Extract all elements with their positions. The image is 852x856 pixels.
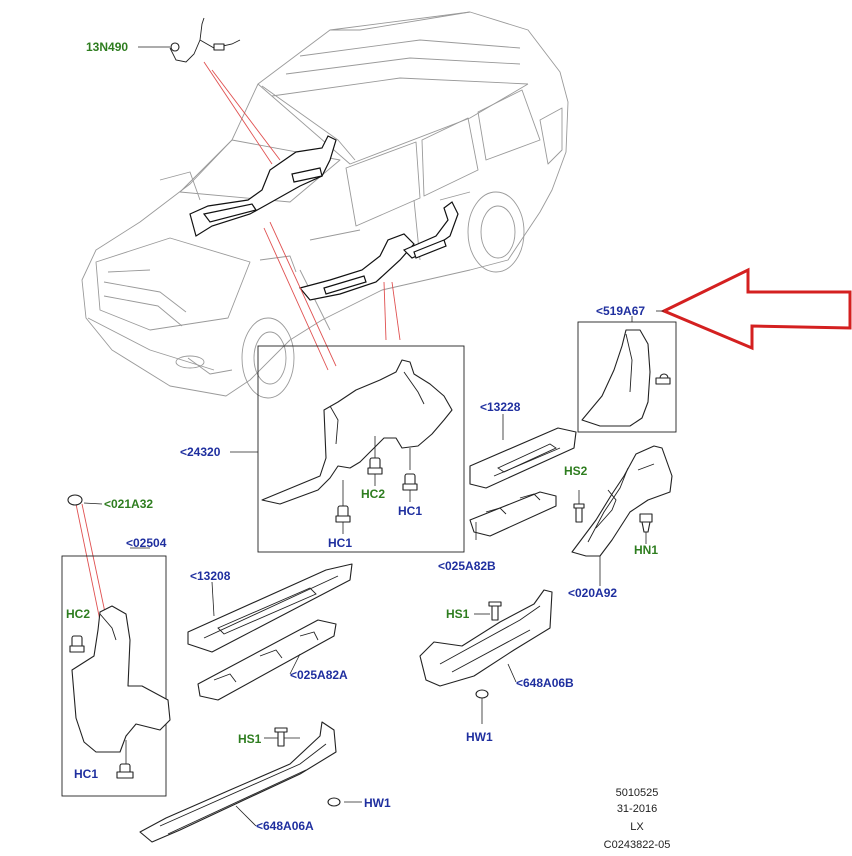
part-24320 (261, 359, 453, 506)
label-HS1-left: HS1 (238, 732, 262, 746)
fastener-HC1-low (335, 505, 351, 534)
fastener-HW1-left (327, 797, 341, 807)
part-020A92 (571, 445, 673, 586)
part-648A06B (419, 589, 553, 724)
fastener-HS2 (573, 490, 585, 523)
vehicle-outline (81, 11, 569, 399)
label-HW1-left: HW1 (364, 796, 391, 810)
label-HC2-left: HC2 (66, 607, 90, 621)
footer-line-2: 31-2016 (617, 803, 657, 815)
label-13N490: 13N490 (86, 40, 128, 54)
label-020A92: <020A92 (568, 586, 617, 600)
vehicle-trim-parts (189, 135, 459, 301)
label-025A82A: <025A82A (290, 668, 348, 682)
sensor-13N490 (169, 17, 241, 63)
part-648A06A (139, 721, 337, 843)
footer-line-4: C0243822-05 (604, 839, 671, 851)
part-13228 (469, 427, 577, 489)
label-13208: <13208 (190, 569, 231, 583)
fastener-HN1 (639, 513, 653, 544)
label-648A06B: <648A06B (516, 676, 574, 690)
label-025A82B: <025A82B (438, 559, 496, 573)
label-HN1: HN1 (634, 543, 658, 557)
footer-line-3: LX (630, 821, 644, 833)
label-HC2-mid: HC2 (361, 487, 385, 501)
fastener-HC2-left (69, 635, 85, 653)
fastener-HC1-left (116, 763, 134, 779)
fastener-HC2-mid (367, 457, 383, 486)
label-519A67: <519A67 (596, 304, 645, 318)
part-02504 (71, 605, 171, 766)
part-021A32 (67, 494, 103, 506)
label-HC1-mid: HC1 (398, 504, 422, 518)
label-02504: <02504 (126, 536, 167, 550)
part-025A82A (197, 619, 337, 701)
part-13208 (187, 563, 353, 653)
box-02504 (61, 555, 167, 797)
label-24320: <24320 (180, 445, 221, 459)
label-021A32: <021A32 (104, 497, 153, 511)
fastener-HS1-right (488, 601, 502, 621)
label-648A06A: <648A06A (256, 819, 314, 833)
label-HS1-right: HS1 (446, 607, 470, 621)
fastener-HC1-mid (402, 473, 418, 502)
highlight-arrow-icon (660, 267, 852, 351)
label-HC1-left: HC1 (74, 767, 98, 781)
label-HW1-right: HW1 (466, 730, 493, 744)
box-24320 (257, 345, 465, 553)
label-HS2: HS2 (564, 464, 588, 478)
part-025A82B (469, 491, 557, 540)
red-leaders (75, 61, 401, 641)
label-leaders (130, 46, 664, 827)
label-13228: <13228 (480, 400, 521, 414)
footer-line-1: 5010525 (616, 787, 659, 799)
label-HC1-low: HC1 (328, 536, 352, 550)
box-519A67 (577, 321, 677, 433)
fastener-HW1-right (475, 689, 489, 699)
part-519A67 (581, 329, 671, 427)
fastener-HS1-left (274, 727, 288, 747)
